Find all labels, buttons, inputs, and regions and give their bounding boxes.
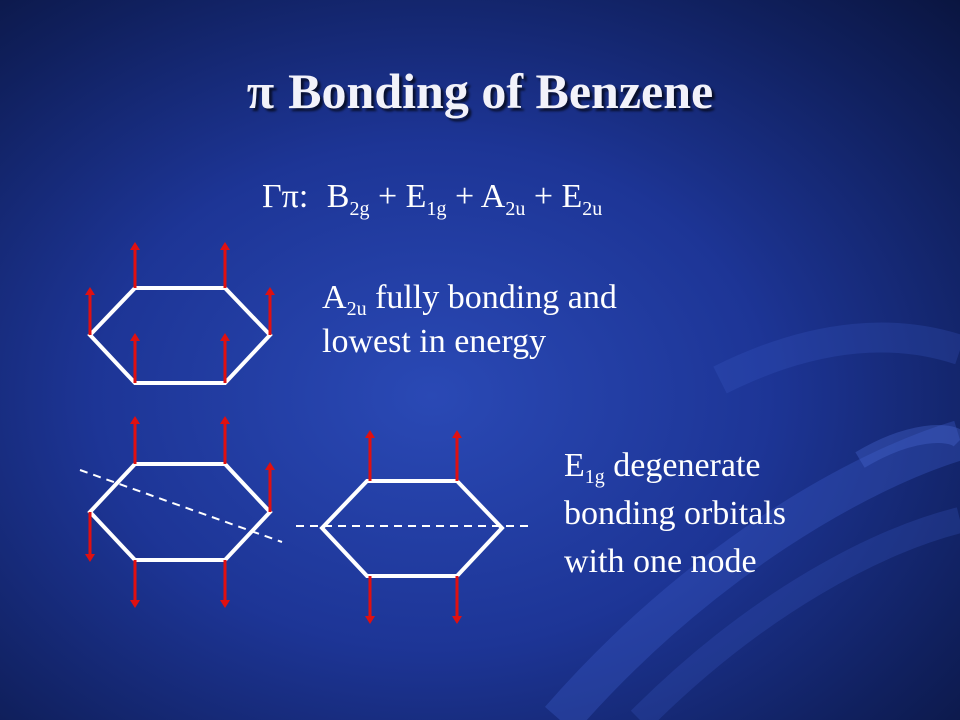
a2u-description: A2u fully bonding and lowest in energy	[322, 276, 617, 364]
term-a2u: A2u	[480, 178, 526, 220]
e1g-description: E1g degenerate bonding orbitals with one…	[564, 442, 786, 586]
hexagon-ring	[319, 479, 505, 578]
plus-sign: +	[377, 178, 398, 215]
hexagon-ring	[87, 462, 273, 562]
e1g-orbital-2	[296, 430, 528, 624]
nodal-plane	[79, 469, 283, 543]
e1g-orbital-1	[79, 416, 283, 608]
pi-symbol: π	[246, 63, 275, 119]
gamma-label: Γπ:	[262, 178, 309, 215]
a2u-line-1: A2u fully bonding and	[322, 279, 617, 320]
hexagon-ring	[87, 286, 273, 385]
plus-sign: +	[454, 178, 475, 215]
title-text: Bonding of Benzene	[288, 63, 714, 119]
term-e2u: E2u	[561, 178, 603, 220]
e1g-line-2: bonding orbitals	[564, 495, 786, 532]
plus-sign: +	[533, 178, 553, 215]
term-e1g: E1g	[405, 178, 447, 220]
a2u-orbital	[85, 242, 275, 385]
e1g-line-1: E1g degenerate	[564, 447, 761, 488]
gamma-representation: Γπ: B2g + E1g + A2u + E2u	[262, 178, 603, 220]
e1g-line-3: with one node	[564, 543, 757, 580]
a2u-line-2: lowest in energy	[322, 323, 547, 360]
term-b2g: B2g	[326, 178, 370, 220]
